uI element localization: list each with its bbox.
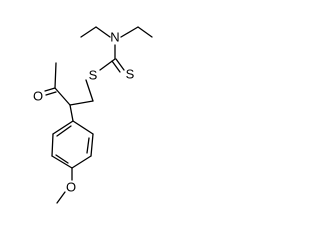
ring-bond-5 (51, 133, 54, 157)
ring-bond-2 (90, 133, 94, 157)
atom-labels: N S S O O (33, 30, 135, 195)
bond-n-ethyl-right-ch2 (120, 26, 139, 38)
bond-ch2-ch (69, 100, 94, 106)
ring-inner-double-2 (55, 154, 69, 164)
bond-thione-double-a (115, 58, 125, 71)
ring-bond-1 (72, 120, 94, 135)
atom-label-oxygen-ketone: O (33, 89, 43, 104)
atom-label-sulfur-thioether: S (89, 68, 98, 83)
bond-ethyl-left-ch3 (80, 26, 97, 38)
ring-inner-double-3 (56, 125, 72, 137)
ring-inner-double-1 (86, 137, 90, 154)
bonds (44, 26, 153, 204)
atom-label-oxygen-methoxy: O (66, 180, 76, 195)
bond-n-ethyl-left-ch2 (95, 26, 111, 38)
bond-thiocarbonyl-s (99, 58, 116, 71)
ring-bond-3 (71, 155, 92, 169)
bond-thione-double-b (111, 60, 121, 73)
atom-label-sulfur-thione: S (126, 67, 135, 82)
bond-carbonyl-double-a (44, 87, 56, 92)
ring-bond-6 (52, 120, 74, 135)
atom-label-nitrogen: N (110, 30, 119, 45)
bond-ch-carbonyl (54, 87, 71, 106)
bond-ch-aryl (69, 104, 74, 122)
bond-s-ch2 (85, 79, 94, 102)
bond-carbonyl-ch3 (54, 62, 57, 89)
bond-carbonyl-double-b (45, 91, 57, 96)
bond-o-methyl (56, 191, 66, 204)
bond-ethyl-right-ch3 (137, 26, 153, 38)
ring-bond-4 (51, 155, 73, 169)
chemical-structure-diagram: N S S O O (33, 26, 153, 204)
